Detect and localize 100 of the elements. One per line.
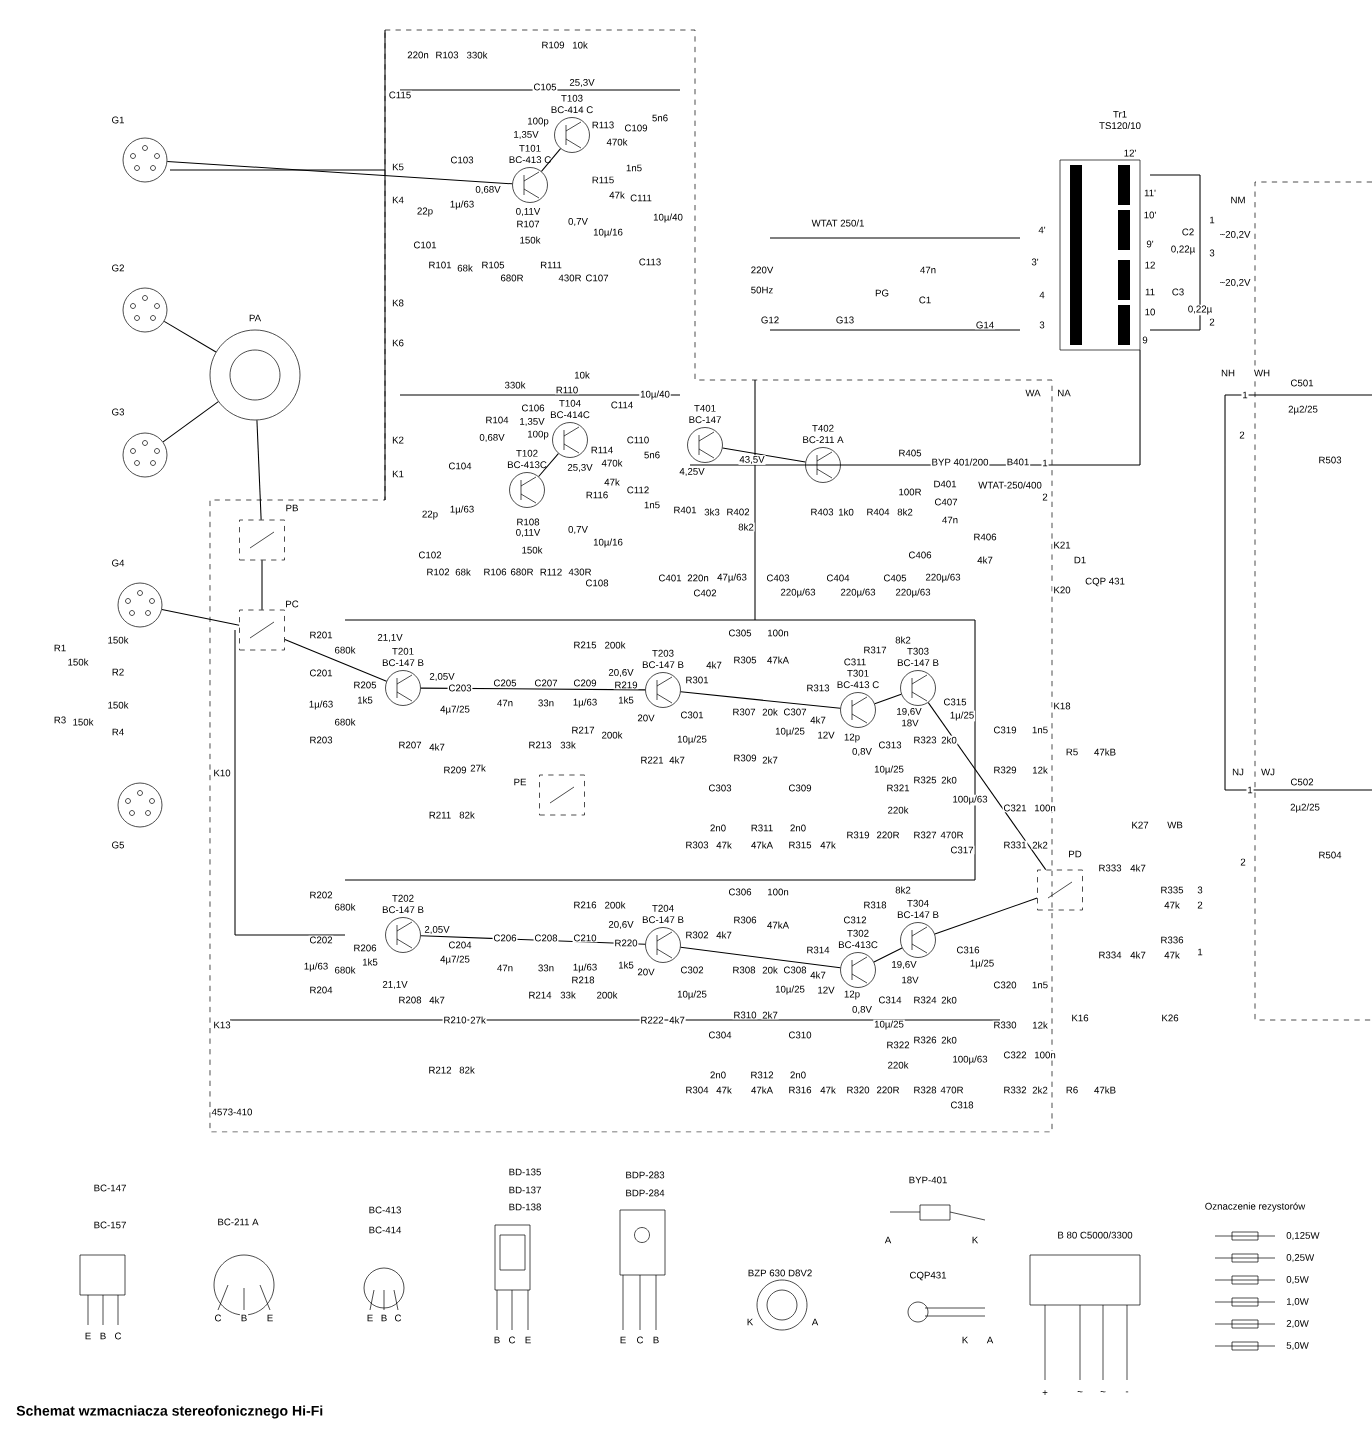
component-label: A — [985, 1335, 995, 1345]
part-label: T102 BC-413C — [505, 448, 549, 470]
component-label: R216 — [572, 900, 598, 910]
component-label: 43,5V — [738, 455, 766, 465]
component-label: R332 — [1002, 1085, 1028, 1095]
component-label: K10 — [212, 768, 232, 778]
component-label: 4' — [1037, 225, 1047, 235]
component-label: 3 — [1038, 320, 1046, 330]
component-label: 8k2 — [737, 522, 755, 532]
component-label: C322 — [1002, 1050, 1028, 1060]
legend-text: 5,0W — [1286, 1342, 1309, 1350]
component-label: R110 — [554, 385, 580, 395]
component-label: 8k2 — [896, 507, 914, 517]
component-label: C201 — [308, 668, 334, 678]
component-label: R327 — [912, 830, 938, 840]
component-label: R222 — [639, 1015, 665, 1025]
component-label: 8k2 — [894, 885, 912, 895]
wire — [161, 608, 240, 626]
component-label: C407 — [933, 497, 959, 507]
component-label: K — [745, 1317, 755, 1327]
component-label: 0,68V — [478, 433, 506, 443]
component-label: WH — [1253, 368, 1271, 378]
component-label: R314 — [805, 945, 831, 955]
component-label: R503 — [1317, 455, 1343, 465]
component-label: C105 — [532, 82, 558, 92]
component-label: 2,05V — [423, 925, 451, 935]
component-label: 200k — [603, 640, 627, 650]
component-label: 2k2 — [1031, 840, 1049, 850]
component-label: R1 — [52, 643, 68, 653]
component-label: C303 — [707, 783, 733, 793]
component-label: R112 — [538, 567, 564, 577]
component-label: PG — [874, 288, 890, 298]
component-label: C312 — [842, 915, 868, 925]
component-label: 4k7 — [809, 715, 827, 725]
component-label: 27k — [469, 763, 487, 773]
component-label: R205 — [352, 680, 378, 690]
caption: Schemat wzmacniacza stereofonicznego Hi-Fi — [16, 1405, 323, 1419]
component-label: 27k — [469, 1015, 487, 1025]
component-label: 22p — [416, 206, 434, 218]
component-label: C401 — [657, 573, 683, 583]
wire — [874, 693, 902, 705]
component-label: C2 — [1180, 227, 1196, 237]
component-label: 4k7 — [1129, 950, 1147, 960]
component-label: NM — [1229, 195, 1247, 205]
component-label: BC-211 A — [216, 1217, 260, 1227]
component-label: R211 — [427, 810, 453, 820]
wire — [873, 947, 903, 963]
component-label: 220µ/63 — [894, 587, 932, 599]
component-label: 12V — [816, 985, 836, 995]
component-label: C107 — [584, 273, 610, 283]
component-label: 47kA — [750, 840, 774, 850]
component-label: 100µ/63 — [951, 1054, 989, 1066]
component-label: 0,8V — [851, 1005, 873, 1015]
component-label: C406 — [907, 550, 933, 560]
legend-text: 0,125W — [1286, 1232, 1320, 1240]
component-label: 680k — [333, 965, 357, 975]
component-label: 2,05V — [428, 672, 456, 682]
component-label: R2 — [110, 667, 126, 677]
part-label: T303 BC-147 B — [895, 646, 941, 668]
component-label: 47k — [715, 1085, 733, 1095]
component-label: 0,8V — [851, 747, 873, 757]
component-label: R207 — [397, 740, 423, 750]
part-label: T101 BC-413 C — [507, 143, 553, 165]
component-label: R401 — [672, 505, 698, 515]
component-label: C203 — [447, 683, 473, 693]
component-label: 47kA — [766, 655, 790, 665]
component-label: C502 — [1289, 777, 1315, 787]
component-label: 0,7V — [567, 217, 589, 227]
component-label: 12k — [1031, 765, 1049, 775]
component-label: 10k — [573, 370, 591, 380]
component-label: 2k2 — [1031, 1085, 1049, 1095]
component-label: 20k — [761, 965, 779, 975]
component-label: R308 — [731, 965, 757, 975]
component-label: K20 — [1052, 585, 1072, 595]
component-label: 680k — [333, 717, 357, 727]
component-label: C304 — [707, 1030, 733, 1040]
component-label: C317 — [949, 845, 975, 855]
component-label: 47k — [603, 477, 621, 487]
wire — [256, 419, 262, 521]
component-label: 150k — [106, 700, 130, 710]
component-label: 220µ/63 — [779, 587, 817, 599]
component-label: 220µ/63 — [839, 587, 877, 599]
component-label: 220k — [886, 805, 910, 815]
component-label: R302 — [684, 930, 710, 940]
component-label: 3k3 — [703, 507, 721, 517]
component-label: R321 — [885, 783, 911, 793]
component-label: 0,68V — [474, 185, 502, 195]
component-label: R336 — [1159, 935, 1185, 945]
component-label: R221 — [639, 755, 665, 765]
component-label: 4k7 — [428, 742, 446, 752]
component-label: R319 — [845, 830, 871, 840]
component-label: BD-135 — [507, 1167, 543, 1177]
component-label: C104 — [447, 461, 473, 471]
component-label: C210 — [572, 933, 598, 943]
component-label: 1n5 — [1031, 725, 1049, 735]
component-label: C206 — [492, 933, 518, 943]
component-label: 25,3V — [568, 78, 596, 88]
component-label: 20,6V — [607, 920, 635, 930]
component-label: BDP-284 — [624, 1188, 666, 1198]
component-label: 4µ7/25 — [439, 954, 471, 966]
